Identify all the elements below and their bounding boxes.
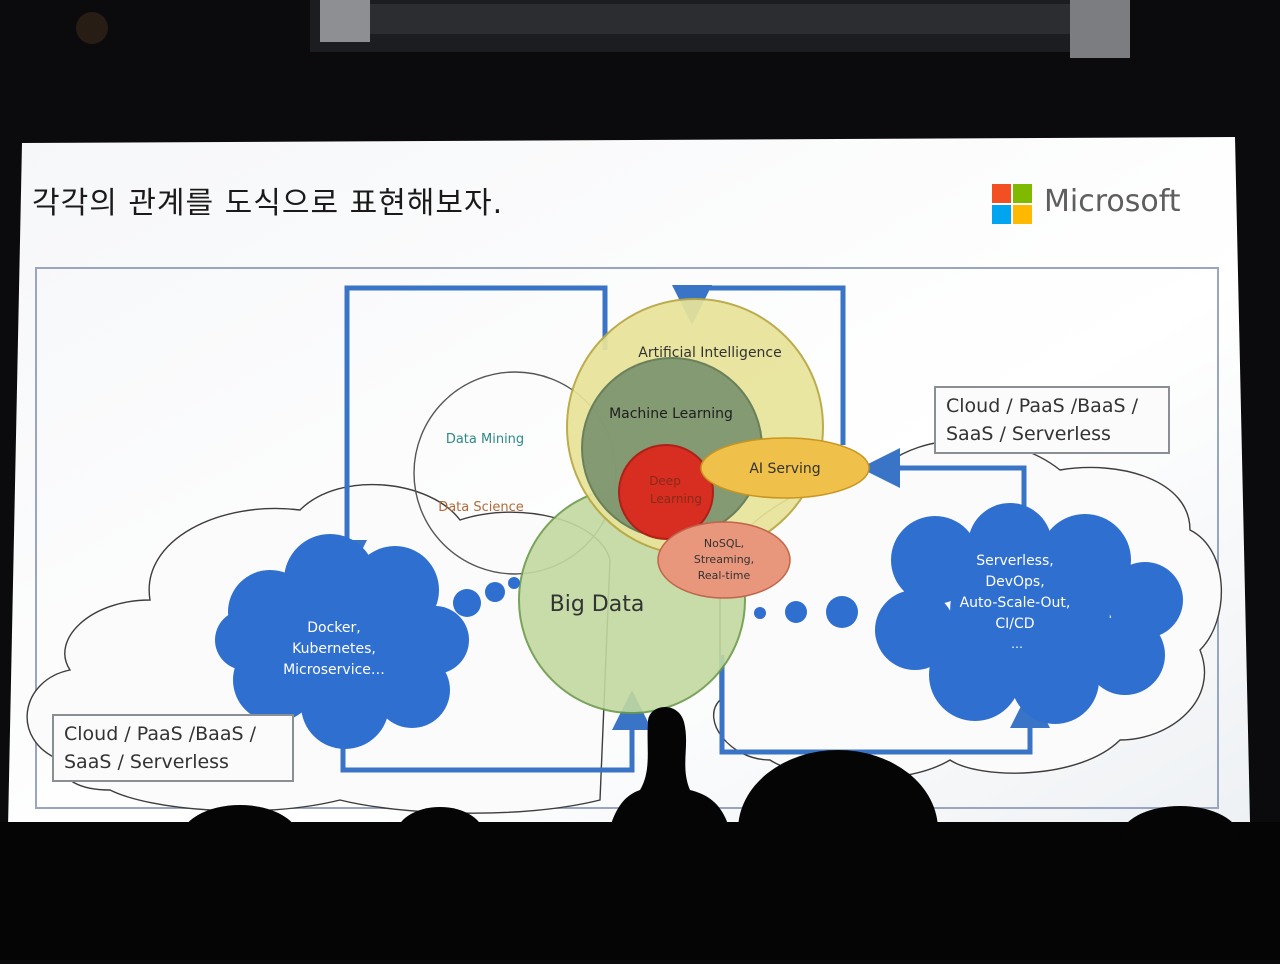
ms-logo-red-square [992, 184, 1011, 203]
nosql-label-line2: Streaming, [694, 553, 754, 566]
left-cloud-line3: Microservice… [283, 662, 385, 678]
audience-head-midleft [396, 807, 484, 863]
nosql-label-line3: Real-time [698, 569, 751, 582]
right-cloud-line4: CI/CD [995, 616, 1034, 632]
audience-head-left [180, 805, 300, 875]
thought-bubbles [453, 577, 858, 628]
data-science-label: Data Science [438, 500, 524, 515]
cloud-box-right-line2: SaaS / Serverless [946, 423, 1111, 445]
diagram-labels: Artificial Intelligence Machine Learning… [283, 345, 1070, 678]
right-cloud-line5: … [1011, 637, 1023, 651]
microsoft-wordmark: Microsoft [1044, 184, 1181, 219]
ms-logo-yellow-square [1013, 205, 1032, 224]
arrow-left-cloud-to-bigdata [340, 690, 652, 773]
cloud-box-left: Cloud / PaaS /BaaS / SaaS / Serverless [52, 714, 294, 782]
left-blue-cloud [215, 534, 469, 749]
ai-serving-label: AI Serving [749, 461, 820, 477]
right-blue-cloud [875, 503, 1183, 724]
cloud-box-left-line2: SaaS / Serverless [64, 751, 229, 773]
dl-circle [618, 444, 714, 540]
right-cloud-line3: Auto-Scale-Out, [960, 595, 1071, 611]
blue-clouds [215, 503, 1183, 749]
arrow-right-cloud-to-serving [860, 448, 1027, 520]
arrow-right-to-ai [672, 285, 846, 445]
arrow-bigdata-to-right-cloud [719, 655, 1050, 755]
connector-arrows [327, 285, 1050, 773]
ceiling-rigging [76, 0, 1130, 58]
cloud-box-right-line1: Cloud / PaaS /BaaS / [946, 395, 1138, 417]
left-cloud-line2: Kubernetes, [292, 641, 376, 657]
arrow-ai-to-left-cloud [327, 285, 608, 580]
ai-label: Artificial Intelligence [638, 345, 782, 361]
right-cloud-line1: Serverless, [976, 553, 1053, 569]
nosql-ellipse [657, 521, 791, 599]
right-cloud-line2: DevOps, [985, 574, 1044, 590]
data-mining-label: Data Mining [446, 432, 524, 447]
dl-label-line2: Learning [650, 492, 702, 506]
venn-diagram [413, 298, 870, 714]
nosql-label-line1: NoSQL, [704, 537, 744, 550]
cloud-box-left-line1: Cloud / PaaS /BaaS / [64, 723, 256, 745]
ms-logo-blue-square [992, 205, 1011, 224]
audience-silhouettes [0, 706, 1280, 960]
audience-head-right [1120, 806, 1240, 870]
dl-label-line1: Deep [649, 474, 681, 488]
ms-logo-green-square [1013, 184, 1032, 203]
left-cloud-line1: Docker, [307, 620, 360, 636]
ml-label: Machine Learning [609, 406, 733, 422]
ai-serving-ellipse [700, 437, 870, 499]
slide-title: 각각의 관계를 도식으로 표현해보자. [32, 186, 504, 221]
big-data-label: Big Data [550, 592, 645, 617]
microsoft-logo: Microsoft [990, 182, 1190, 226]
cloud-box-right: Cloud / PaaS /BaaS / SaaS / Serverless [934, 386, 1170, 454]
